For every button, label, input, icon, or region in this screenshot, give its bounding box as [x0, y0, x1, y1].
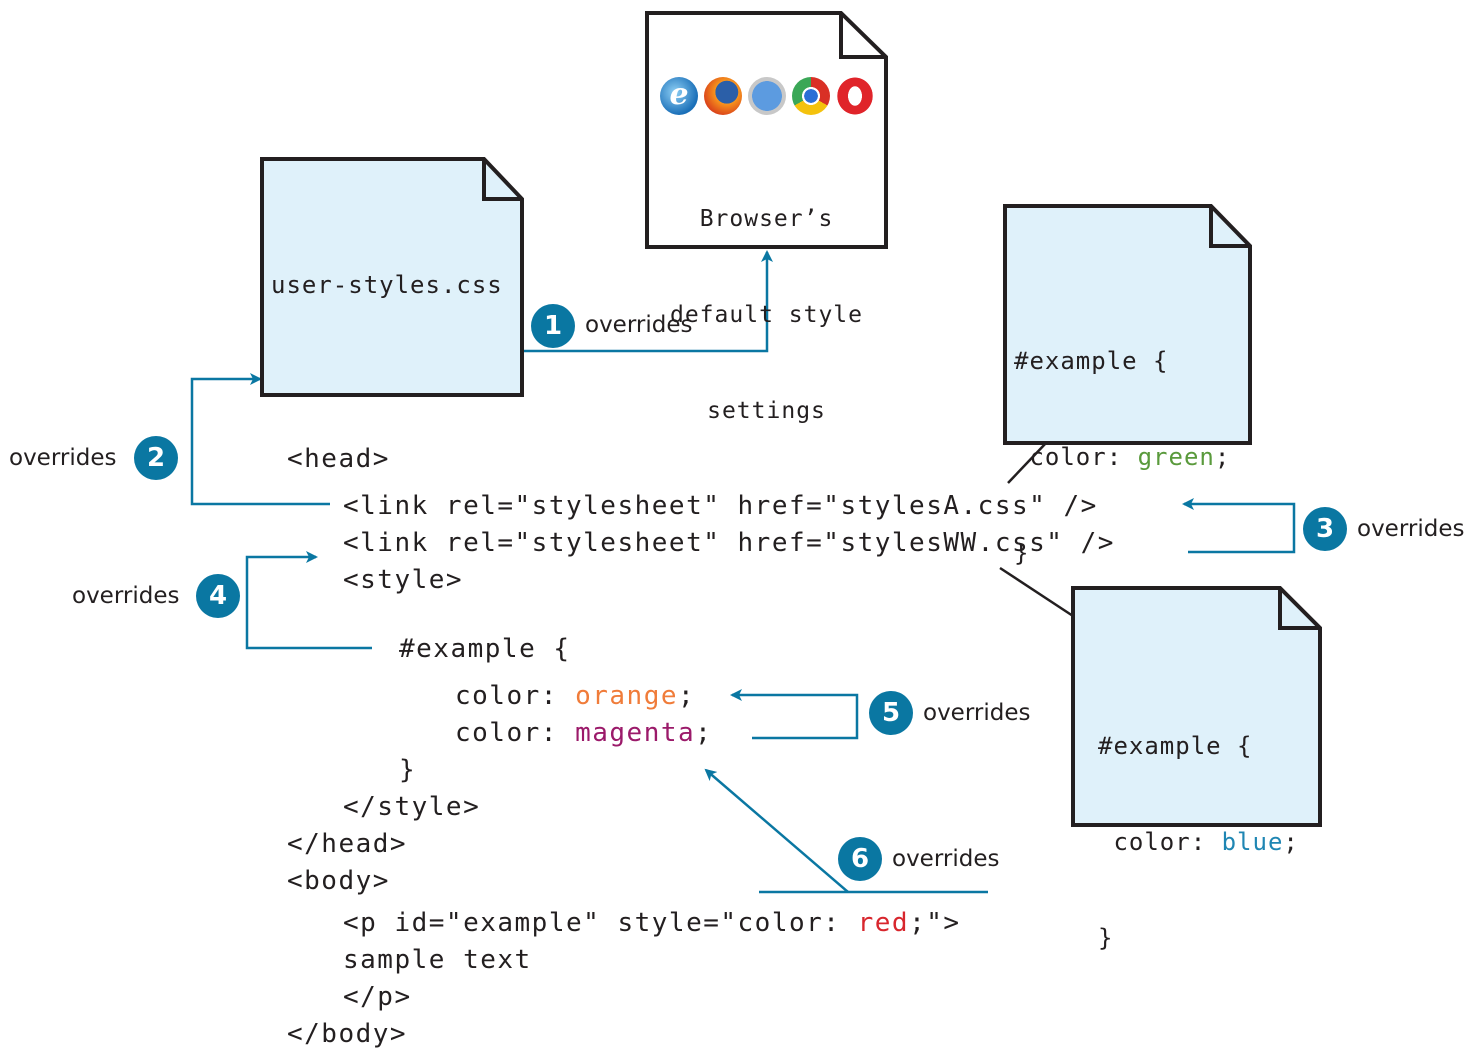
code-rule-close: }	[399, 755, 417, 785]
p-tag-end: ;">	[909, 908, 961, 938]
callout-1-label: overrides	[585, 312, 693, 338]
styles-ww-close: }	[1098, 924, 1114, 952]
arrow-2-connector	[190, 373, 330, 506]
styles-ww-leader	[999, 566, 1074, 618]
document-shape	[260, 157, 524, 397]
p-tag-start: <p id="example" style="color:	[343, 908, 858, 938]
safari-icon	[748, 77, 786, 115]
code-body-close: </body>	[287, 1019, 408, 1049]
styles-a-document: #example { color: green; }	[1003, 204, 1253, 567]
callout-3-label: overrides	[1357, 516, 1465, 542]
styles-ww-document: #example { color: blue; }	[1071, 586, 1323, 952]
browser-icons: e	[660, 77, 874, 115]
callout-3-badge: 3	[1303, 507, 1347, 551]
browser-defaults-line: Browser’s	[699, 206, 834, 232]
semicolon: ;	[695, 718, 713, 748]
arrow-5-connector	[730, 689, 859, 740]
semicolon: ;	[678, 681, 696, 711]
arrow-4-connector	[245, 551, 372, 650]
callout-6-badge: 6	[838, 837, 882, 881]
opera-icon	[836, 77, 874, 115]
browser-defaults-text: Browser’s default style settings	[645, 139, 888, 491]
arrow-3-connector	[1182, 498, 1296, 554]
code-link-styles-ww: <link rel="stylesheet" href="stylesWW.cs…	[343, 528, 1115, 558]
code-magenta-declaration: color: magenta;	[455, 718, 712, 748]
user-styles-filename: user-styles.css	[271, 271, 503, 299]
property: color:	[1098, 828, 1222, 856]
value-orange: orange	[575, 681, 678, 711]
code-style-close: </style>	[343, 792, 481, 822]
document-shape	[1003, 204, 1252, 445]
document-shape	[1071, 586, 1322, 827]
code-p-open: <p id="example" style="color: red;">	[343, 908, 961, 938]
styles-ww-selector: #example {	[1098, 732, 1253, 760]
styles-ww-declaration: color: blue;	[1098, 826, 1299, 858]
styles-a-selector: #example {	[1014, 347, 1169, 375]
code-style-open: <style>	[343, 565, 464, 595]
styles-ww-code: #example { color: blue; }	[1098, 666, 1299, 1018]
semicolon: ;	[1283, 828, 1299, 856]
value-green: green	[1137, 443, 1215, 471]
code-head-open: <head>	[287, 444, 390, 474]
styles-a-close: }	[1014, 539, 1030, 567]
callout-5-label: overrides	[923, 700, 1031, 726]
callout-2-badge: 2	[134, 436, 178, 480]
callout-5-badge: 5	[869, 691, 913, 735]
arrow-1-connector	[522, 250, 773, 353]
browser-defaults-line: default style	[669, 302, 863, 328]
user-styles-document: user-styles.css	[260, 157, 525, 397]
code-selector: #example {	[399, 634, 571, 664]
arrow-6-connector	[704, 768, 849, 893]
styles-a-declaration: color: green;	[1014, 441, 1230, 473]
callout-2-label: overrides	[9, 445, 117, 471]
code-body-open: <body>	[287, 866, 390, 896]
property: color:	[1014, 443, 1138, 471]
browser-defaults-line: settings	[707, 398, 826, 424]
value-magenta: magenta	[575, 718, 696, 748]
styles-a-leader	[1007, 442, 1047, 484]
chrome-icon	[792, 77, 830, 115]
code-link-styles-a: <link rel="stylesheet" href="stylesA.css…	[343, 491, 1098, 521]
property: color:	[455, 718, 576, 748]
semicolon: ;	[1214, 443, 1231, 471]
styles-a-code: #example { color: green; }	[1014, 281, 1230, 633]
callout-1-badge: 1	[531, 304, 575, 348]
callout-4-label: overrides	[72, 583, 180, 609]
property: color:	[455, 681, 576, 711]
callout-4-badge: 4	[196, 574, 240, 618]
code-p-close: </p>	[343, 982, 412, 1012]
code-head-close: </head>	[287, 829, 408, 859]
callout-6-label: overrides	[892, 846, 1000, 872]
code-sample-text: sample text	[343, 945, 532, 975]
document-shape	[645, 11, 888, 249]
value-blue: blue	[1221, 828, 1284, 856]
firefox-icon	[704, 77, 742, 115]
code-orange-declaration: color: orange;	[455, 681, 695, 711]
value-red: red	[857, 908, 910, 938]
internet-explorer-icon: e	[660, 77, 698, 115]
browser-defaults-document: e Browser’s default style settings	[645, 11, 888, 424]
